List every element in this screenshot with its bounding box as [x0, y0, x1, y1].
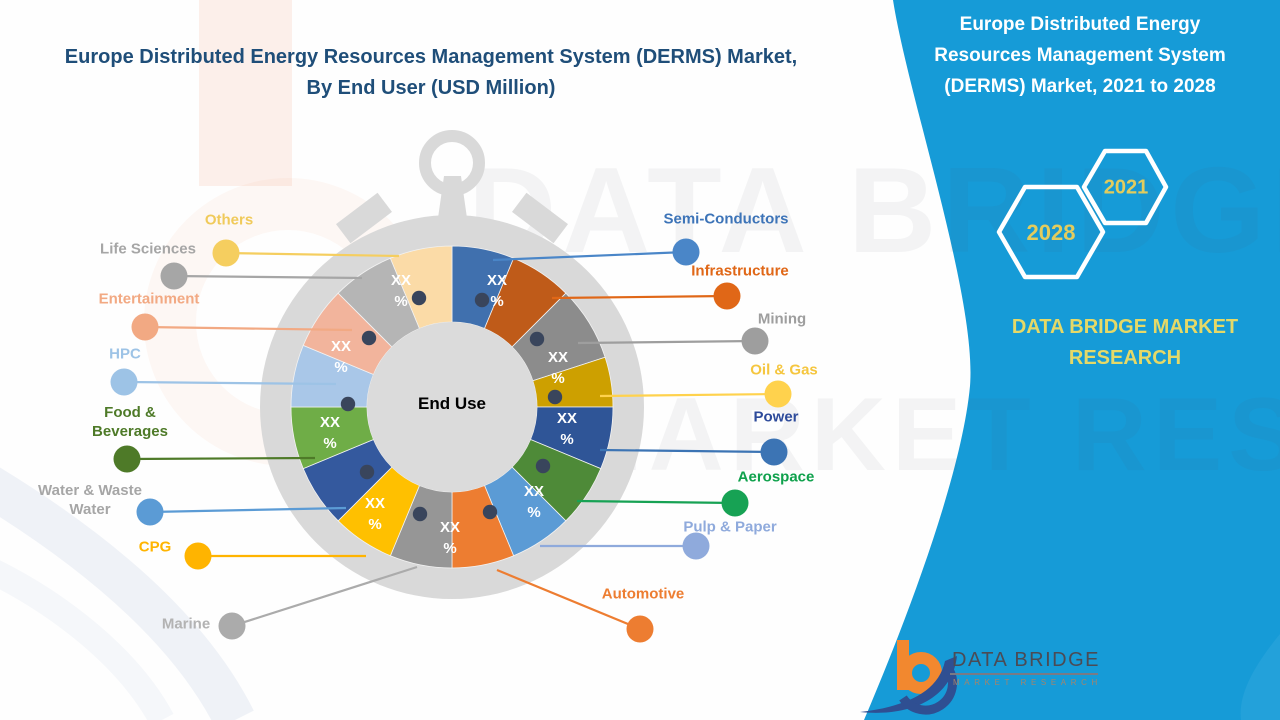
side-panel-background	[864, 0, 1280, 720]
label-dot-semi-conductors	[672, 238, 700, 266]
leader-line-infrastructure	[551, 294, 728, 300]
label-dot-mining	[741, 327, 769, 355]
leader-line-life-sciences	[173, 274, 363, 280]
marker-dot-mining	[529, 331, 545, 347]
leader-line-power	[599, 448, 775, 454]
label-dot-aerospace	[721, 489, 749, 517]
stopwatch-shoulder-left	[336, 192, 392, 244]
label-dot-hpc	[110, 368, 138, 396]
hexagon-2028	[996, 184, 1106, 280]
label-dot-automotive	[626, 615, 654, 643]
leader-line-oil-gas	[599, 392, 779, 398]
leader-line-water-waste-water	[149, 506, 347, 514]
label-dot-pulp-paper	[682, 532, 710, 560]
marker-dot-others	[411, 290, 427, 306]
watermark-line1: DATA BRIDGE	[468, 142, 1280, 278]
logo-d-arc	[899, 665, 958, 715]
hexagon-2021	[1081, 148, 1169, 226]
marker-dot-semi-conductors	[474, 292, 490, 308]
leader-line-others	[225, 251, 400, 258]
year-hexagons	[996, 148, 1169, 280]
leader-lines	[123, 250, 779, 631]
label-dot-oil-gas	[764, 380, 792, 408]
marker-dot-marine	[412, 506, 428, 522]
leader-line-mining	[577, 339, 756, 345]
label-dot-entertainment	[131, 313, 159, 341]
marker-dot-automotive	[482, 504, 498, 520]
label-dot-cpg	[184, 542, 212, 570]
logo-mark	[860, 640, 958, 715]
label-dot-others	[212, 239, 240, 267]
marker-dot-water-waste-water	[359, 464, 375, 480]
leader-line-automotive	[496, 568, 641, 631]
category-label-dots	[110, 238, 792, 643]
leader-line-aerospace	[576, 499, 736, 505]
marker-dot-entertainment	[361, 330, 377, 346]
stopwatch-shoulder-right	[512, 192, 568, 244]
label-dot-power	[760, 438, 788, 466]
donut-center-circle	[367, 322, 537, 492]
logo-b-bowl	[900, 652, 942, 694]
leader-line-entertainment	[144, 325, 353, 332]
label-dot-infrastructure	[713, 282, 741, 310]
label-dot-food-beverages	[113, 445, 141, 473]
leader-line-semi-conductors	[492, 250, 687, 262]
label-dot-water-waste-water	[136, 498, 164, 526]
segment-marker-dots	[340, 290, 563, 522]
marker-dot-oil-gas	[547, 389, 563, 405]
marker-dot-aerospace	[535, 458, 551, 474]
marker-dot-hpc	[340, 396, 356, 412]
panel-corner-wave	[1240, 634, 1280, 720]
leader-line-food-beverages	[126, 456, 316, 461]
label-dot-life-sciences	[160, 262, 188, 290]
watermark-line2: MARKET RESEARCH	[556, 377, 1280, 493]
stopwatch-stem	[438, 176, 467, 218]
leader-line-marine	[231, 565, 418, 628]
label-dot-marine	[218, 612, 246, 640]
leader-line-hpc	[123, 380, 337, 386]
donut-segments	[290, 245, 614, 569]
